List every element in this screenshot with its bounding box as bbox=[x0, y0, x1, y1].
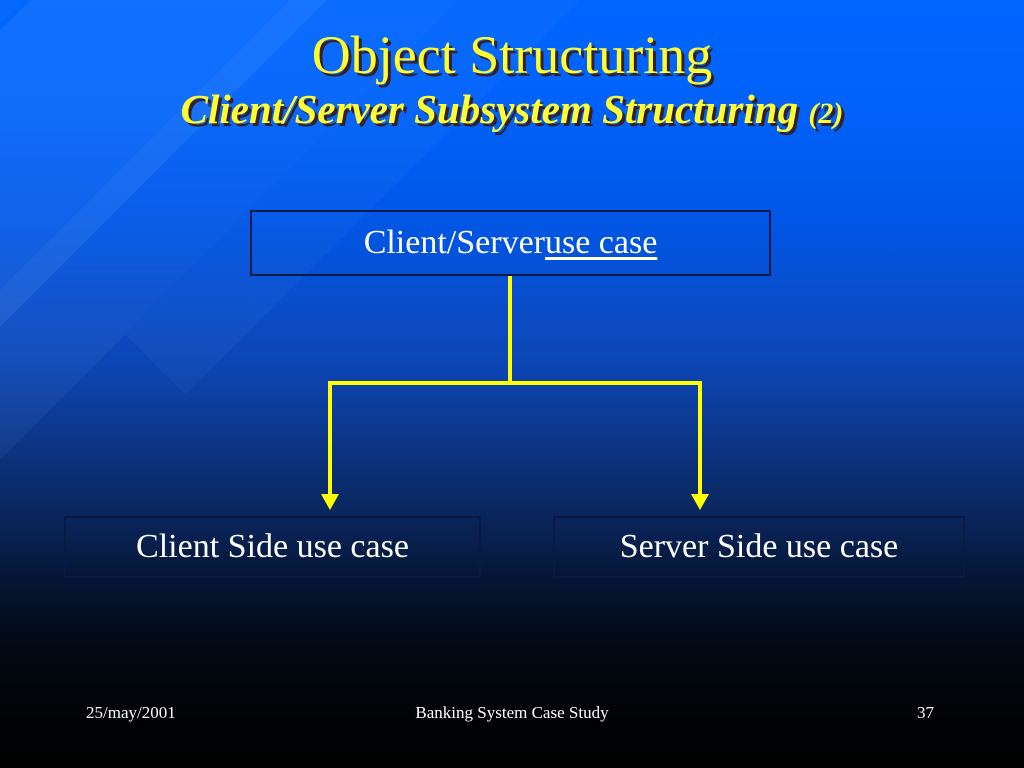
connector-drop-right bbox=[698, 381, 702, 495]
page-subtitle-text: Client/Server Subsystem Structuring bbox=[180, 86, 799, 132]
footer-page-number: 37 bbox=[917, 703, 934, 722]
diagram-node-server-side-use-case[interactable]: Server Side use case bbox=[553, 516, 965, 578]
node-label: Server Side use case bbox=[619, 528, 899, 565]
node-label-underlined: use case bbox=[544, 224, 658, 261]
node-label: Client Side use case bbox=[136, 528, 409, 565]
page-title: Object Structuring bbox=[311, 25, 713, 85]
page-subtitle-suffix: (2) bbox=[808, 97, 844, 130]
connector-drop-left bbox=[328, 381, 332, 495]
node-label-plain: Client/Server bbox=[363, 224, 545, 261]
diagram-node-client-side-use-case[interactable]: Client Side use case bbox=[64, 516, 481, 578]
title-block: Object Structuring Client/Server Subsyst… bbox=[0, 26, 1024, 139]
connector-root-stem bbox=[508, 276, 512, 384]
diagram-node-client-server-use-case[interactable]: Client/Server use case bbox=[250, 210, 771, 276]
connector-horizontal-bar bbox=[328, 381, 702, 385]
arrowhead-down-icon-right bbox=[691, 494, 709, 510]
page-subtitle: Client/Server Subsystem Structuring (2) bbox=[0, 84, 1024, 139]
slide-footer: 25/may/2001 Banking System Case Study 37 bbox=[0, 703, 1024, 727]
footer-date: 25/may/2001 bbox=[86, 703, 176, 722]
footer-title: Banking System Case Study bbox=[415, 703, 609, 722]
arrowhead-down-icon-left bbox=[321, 494, 339, 510]
